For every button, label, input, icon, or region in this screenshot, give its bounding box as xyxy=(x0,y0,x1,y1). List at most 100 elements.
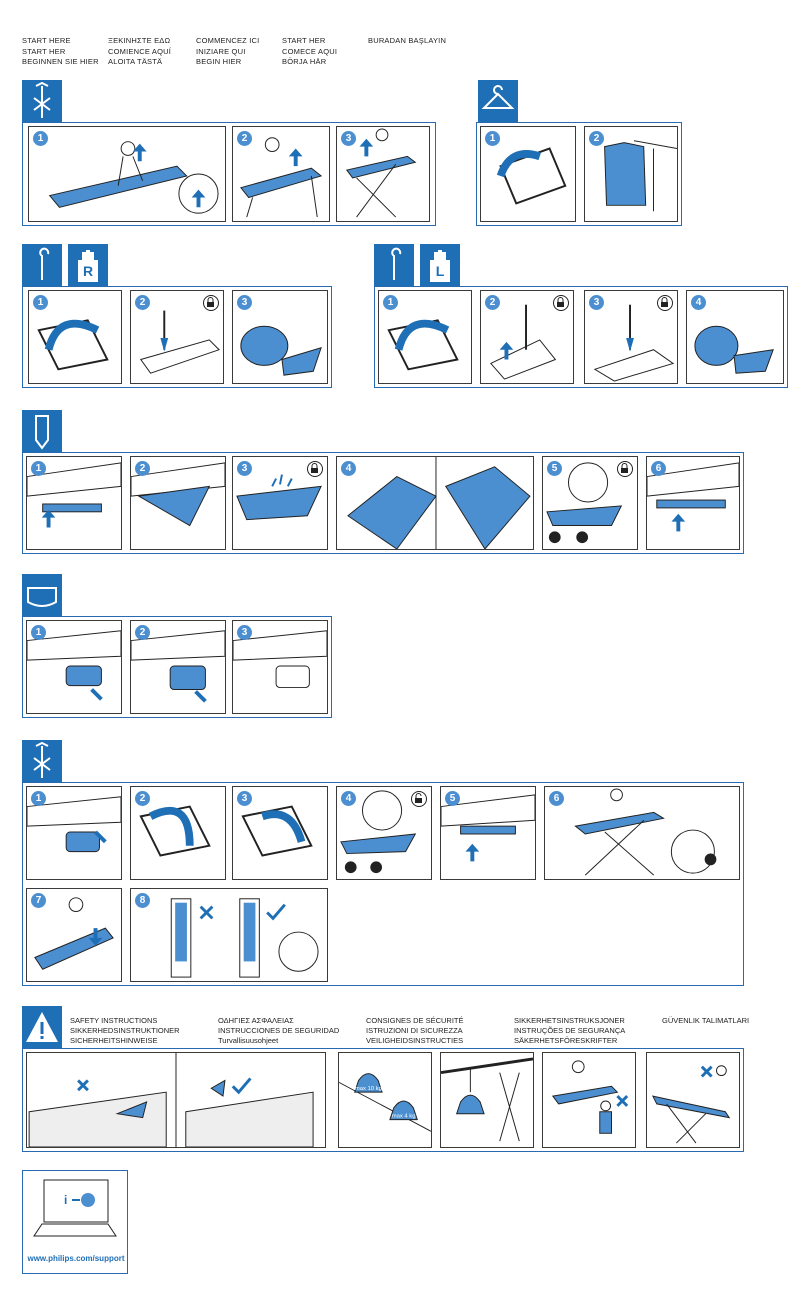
lock-icon xyxy=(617,461,633,477)
start-text: BEGIN HIER xyxy=(196,57,242,66)
safety-panel-1 xyxy=(26,1052,326,1148)
safety-col-5: GÜVENLIK TALIMATLARI xyxy=(662,1016,749,1026)
support-url[interactable]: www.philips.com/support xyxy=(27,1254,125,1263)
step-number: 3 xyxy=(341,131,356,146)
safety-text: SÄKERHETSFÖRESKRIFTER xyxy=(514,1036,618,1045)
safety-panel-3 xyxy=(440,1052,534,1148)
cover-step-6: 6 xyxy=(646,456,740,550)
step-number: 5 xyxy=(547,461,562,476)
step-number: 1 xyxy=(31,625,46,640)
safety-text: SAFETY INSTRUCTIONS xyxy=(70,1016,158,1025)
start-text: COMECE AQUI xyxy=(282,46,338,56)
fold-step-8: 8 xyxy=(130,888,328,982)
fold-section xyxy=(22,782,744,986)
tray-step-3: 3 xyxy=(232,620,328,714)
lock-icon xyxy=(657,295,673,311)
start-here-col-1: START HERE START HER BEGINNEN SIE HIER xyxy=(22,36,99,68)
setup-step-3: 3 xyxy=(336,126,430,222)
fold-step-7: 7 xyxy=(26,888,122,982)
left-hand-step-1: 1 xyxy=(378,290,472,384)
cover-section xyxy=(22,452,744,554)
tray-step-2: 2 xyxy=(130,620,226,714)
safety-text: SIKKERHEDSINSTRUKTIONER xyxy=(70,1026,180,1035)
step-number: 7 xyxy=(31,893,46,908)
tray-step-1: 1 xyxy=(26,620,122,714)
right-hand-step-2: 2 xyxy=(130,290,224,384)
start-text: ΞΕΚΙΝΗΣΤΕ ΕΔΩ xyxy=(108,36,171,45)
fold-step-1: 1 xyxy=(26,786,122,880)
safety-col-3: CONSIGNES DE SÉCURITÉ ISTRUZIONI DI SICU… xyxy=(366,1016,464,1046)
tray-section xyxy=(22,616,332,718)
step-number: 3 xyxy=(237,295,252,310)
start-here-col-5: BURADAN BAŞLAYIN xyxy=(368,36,446,47)
setup-section xyxy=(22,122,436,226)
step-number: 2 xyxy=(135,791,150,806)
laptop-icon: i xyxy=(30,1176,120,1248)
safety-text: SICHERHEITSHINWEISE xyxy=(70,1036,158,1045)
cord-holder-icon xyxy=(22,244,62,286)
safety-text: VEILIGHEIDSINSTRUCTIES xyxy=(366,1036,464,1045)
start-here-col-3: COMMENCEZ ICI INIZIARE QUI BEGIN HIER xyxy=(196,36,259,68)
start-text: BÖRJA HÄR xyxy=(282,57,327,66)
step-number: 3 xyxy=(237,625,252,640)
lock-icon xyxy=(307,461,323,477)
right-hand-icon: R xyxy=(68,244,108,286)
step-number: 4 xyxy=(341,791,356,806)
fold-step-5: 5 xyxy=(440,786,536,880)
fold-step-2: 2 xyxy=(130,786,226,880)
start-text: ALOITA TÄSTÄ xyxy=(108,57,163,66)
hanger-step-2: 2 xyxy=(584,126,678,222)
step-number: 6 xyxy=(651,461,666,476)
step-number: 2 xyxy=(237,131,252,146)
start-here-col-4: START HER COMECE AQUI BÖRJA HÄR xyxy=(282,36,337,68)
safety-text: CONSIGNES DE SÉCURITÉ xyxy=(366,1016,464,1025)
board-cover-icon xyxy=(22,410,62,452)
step-number: 2 xyxy=(135,295,150,310)
hand-letter: L xyxy=(436,263,445,279)
start-text: START HERE xyxy=(22,36,71,45)
lock-icon xyxy=(553,295,569,311)
safety-text: INSTRUÇÕES DE SEGURANÇA xyxy=(514,1026,626,1035)
step-number: 4 xyxy=(341,461,356,476)
safety-text: Turvallisuusohjeet xyxy=(218,1036,279,1045)
fold-step-3: 3 xyxy=(232,786,328,880)
step-number: 1 xyxy=(33,131,48,146)
left-hand-section xyxy=(374,286,788,388)
step-number: 1 xyxy=(31,461,46,476)
cover-step-5: 5 xyxy=(542,456,638,550)
fold-step-4: 4 xyxy=(336,786,432,880)
hanger-icon xyxy=(478,80,518,122)
safety-panel-5 xyxy=(646,1052,740,1148)
step-number: 1 xyxy=(31,791,46,806)
step-number: 4 xyxy=(691,295,706,310)
safety-col-2: ΟΔΗΓΙΕΣ ΑΣΦΑΛΕΙΑΣ INSTRUCCIONES DE SEGUR… xyxy=(218,1016,339,1046)
step-number: 1 xyxy=(33,295,48,310)
left-hand-step-3: 3 xyxy=(584,290,678,384)
start-here-col-2: ΞΕΚΙΝΗΣΤΕ ΕΔΩ COMIENCE AQUÍ ALOITA TÄSTÄ xyxy=(108,36,171,68)
iron-board-icon xyxy=(22,80,62,122)
step-number: 3 xyxy=(589,295,604,310)
start-text: INIZIARE QUI xyxy=(196,46,246,56)
hand-letter: R xyxy=(83,263,93,279)
right-hand-section xyxy=(22,286,332,388)
right-hand-step-3: 3 xyxy=(232,290,328,384)
hanger-step-1: 1 xyxy=(480,126,576,222)
start-text: BURADAN BAŞLAYIN xyxy=(368,36,447,45)
left-hand-step-4: 4 xyxy=(686,290,784,384)
step-number: 3 xyxy=(237,791,252,806)
cover-step-4: 4 xyxy=(336,456,534,550)
iron-board-icon xyxy=(22,740,62,782)
start-text: BEGINNEN SIE HIER xyxy=(22,57,99,66)
safety-panel-4 xyxy=(542,1052,636,1148)
step-number: 2 xyxy=(135,461,150,476)
safety-text: INSTRUCCIONES DE SEGURIDAD xyxy=(218,1026,340,1035)
warning-icon xyxy=(22,1006,62,1048)
step-number: 2 xyxy=(589,131,604,146)
cord-holder-icon xyxy=(374,244,414,286)
cover-step-3: 3 xyxy=(232,456,328,550)
cover-step-2: 2 xyxy=(130,456,226,550)
tray-icon xyxy=(22,574,62,616)
safety-section xyxy=(22,1048,744,1152)
step-number: 6 xyxy=(549,791,564,806)
